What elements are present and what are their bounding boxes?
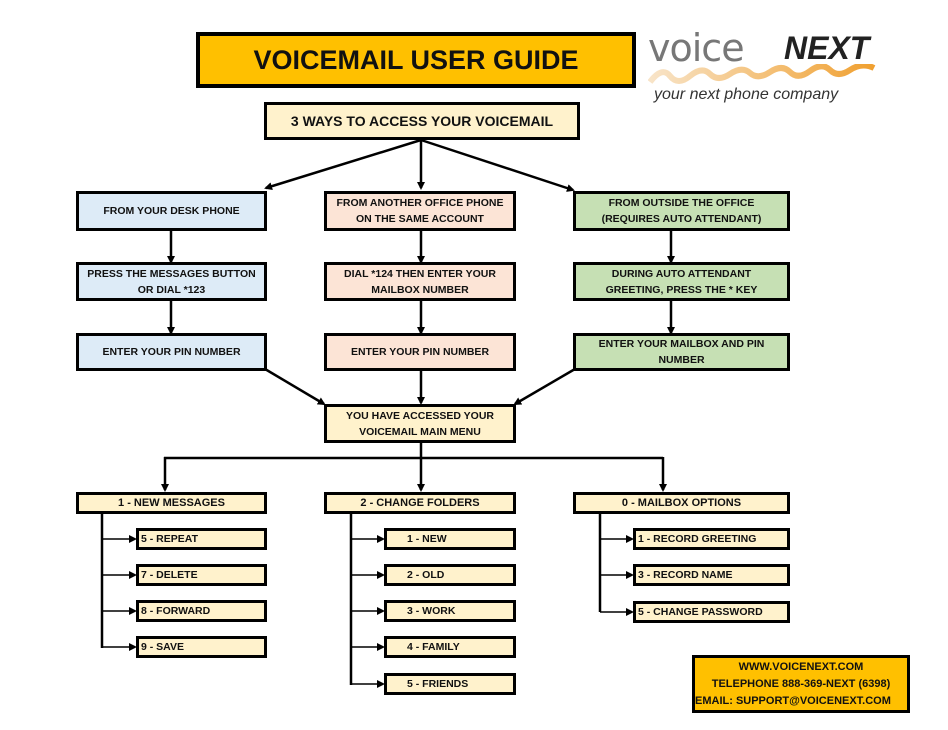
contact-box: WWW.VOICENEXT.COM TELEPHONE 888-369-NEXT… xyxy=(692,655,910,713)
option-delete: 7 - DELETE xyxy=(136,564,267,586)
option-record-name: 3 - RECORD NAME xyxy=(633,564,790,586)
arrow-to-desk xyxy=(264,138,422,191)
folder-friends: 5 - FRIENDS xyxy=(384,673,516,695)
folder-new: 1 - NEW xyxy=(384,528,516,550)
logo-tagline: your next phone company xyxy=(654,86,839,103)
logo-wave-icon xyxy=(648,64,876,84)
desk-step-3: ENTER YOUR PIN NUMBER xyxy=(76,333,267,371)
folder-family: 4 - FAMILY xyxy=(384,636,516,658)
contact-website: WWW.VOICENEXT.COM xyxy=(738,660,864,673)
option-record-greeting: 1 - RECORD GREETING xyxy=(633,528,790,550)
menu-new-messages: 1 - NEW MESSAGES xyxy=(76,492,267,514)
desk-step-2: PRESS THE MESSAGES BUTTON OR DIAL *123 xyxy=(76,262,267,301)
option-save: 9 - SAVE xyxy=(136,636,267,658)
menu-mailbox-options: 0 - MAILBOX OPTIONS xyxy=(573,492,790,514)
outside-step-3: ENTER YOUR MAILBOX AND PIN NUMBER xyxy=(573,333,790,371)
contact-telephone: TELEPHONE 888-369-NEXT (6398) xyxy=(711,677,891,690)
option-forward: 8 - FORWARD xyxy=(136,600,267,622)
folder-work: 3 - WORK xyxy=(384,600,516,622)
option-change-password: 5 - CHANGE PASSWORD xyxy=(633,601,790,623)
logo-brand-light: voice xyxy=(648,26,745,70)
logo-brand-bold: NEXT xyxy=(784,30,870,66)
folder-old: 2 - OLD xyxy=(384,564,516,586)
option-repeat: 5 - REPEAT xyxy=(136,528,267,550)
arrow-outside-to-main xyxy=(513,367,576,406)
office-step-1: FROM ANOTHER OFFICE PHONE ON THE SAME AC… xyxy=(324,191,516,231)
office-step-2: DIAL *124 THEN ENTER YOUR MAILBOX NUMBER xyxy=(324,262,516,301)
menu-change-folders: 2 - CHANGE FOLDERS xyxy=(324,492,516,514)
office-step-3: ENTER YOUR PIN NUMBER xyxy=(324,333,516,371)
arrow-to-outside xyxy=(420,138,575,192)
contact-email: EMAIL: SUPPORT@VOICENEXT.COM xyxy=(695,694,891,707)
voicenext-logo: voice NEXT your next phone company xyxy=(648,26,888,108)
main-menu-box: YOU HAVE ACCESSED YOUR VOICEMAIL MAIN ME… xyxy=(324,404,516,443)
ways-header: 3 WAYS TO ACCESS YOUR VOICEMAIL xyxy=(264,102,580,140)
outside-step-1: FROM OUTSIDE THE OFFICE (REQUIRES AUTO A… xyxy=(573,191,790,231)
desk-step-1: FROM YOUR DESK PHONE xyxy=(76,191,267,231)
page-title: VOICEMAIL USER GUIDE xyxy=(196,32,636,88)
outside-step-2: DURING AUTO ATTENDANT GREETING, PRESS TH… xyxy=(573,262,790,301)
arrow-desk-to-main xyxy=(264,367,326,406)
